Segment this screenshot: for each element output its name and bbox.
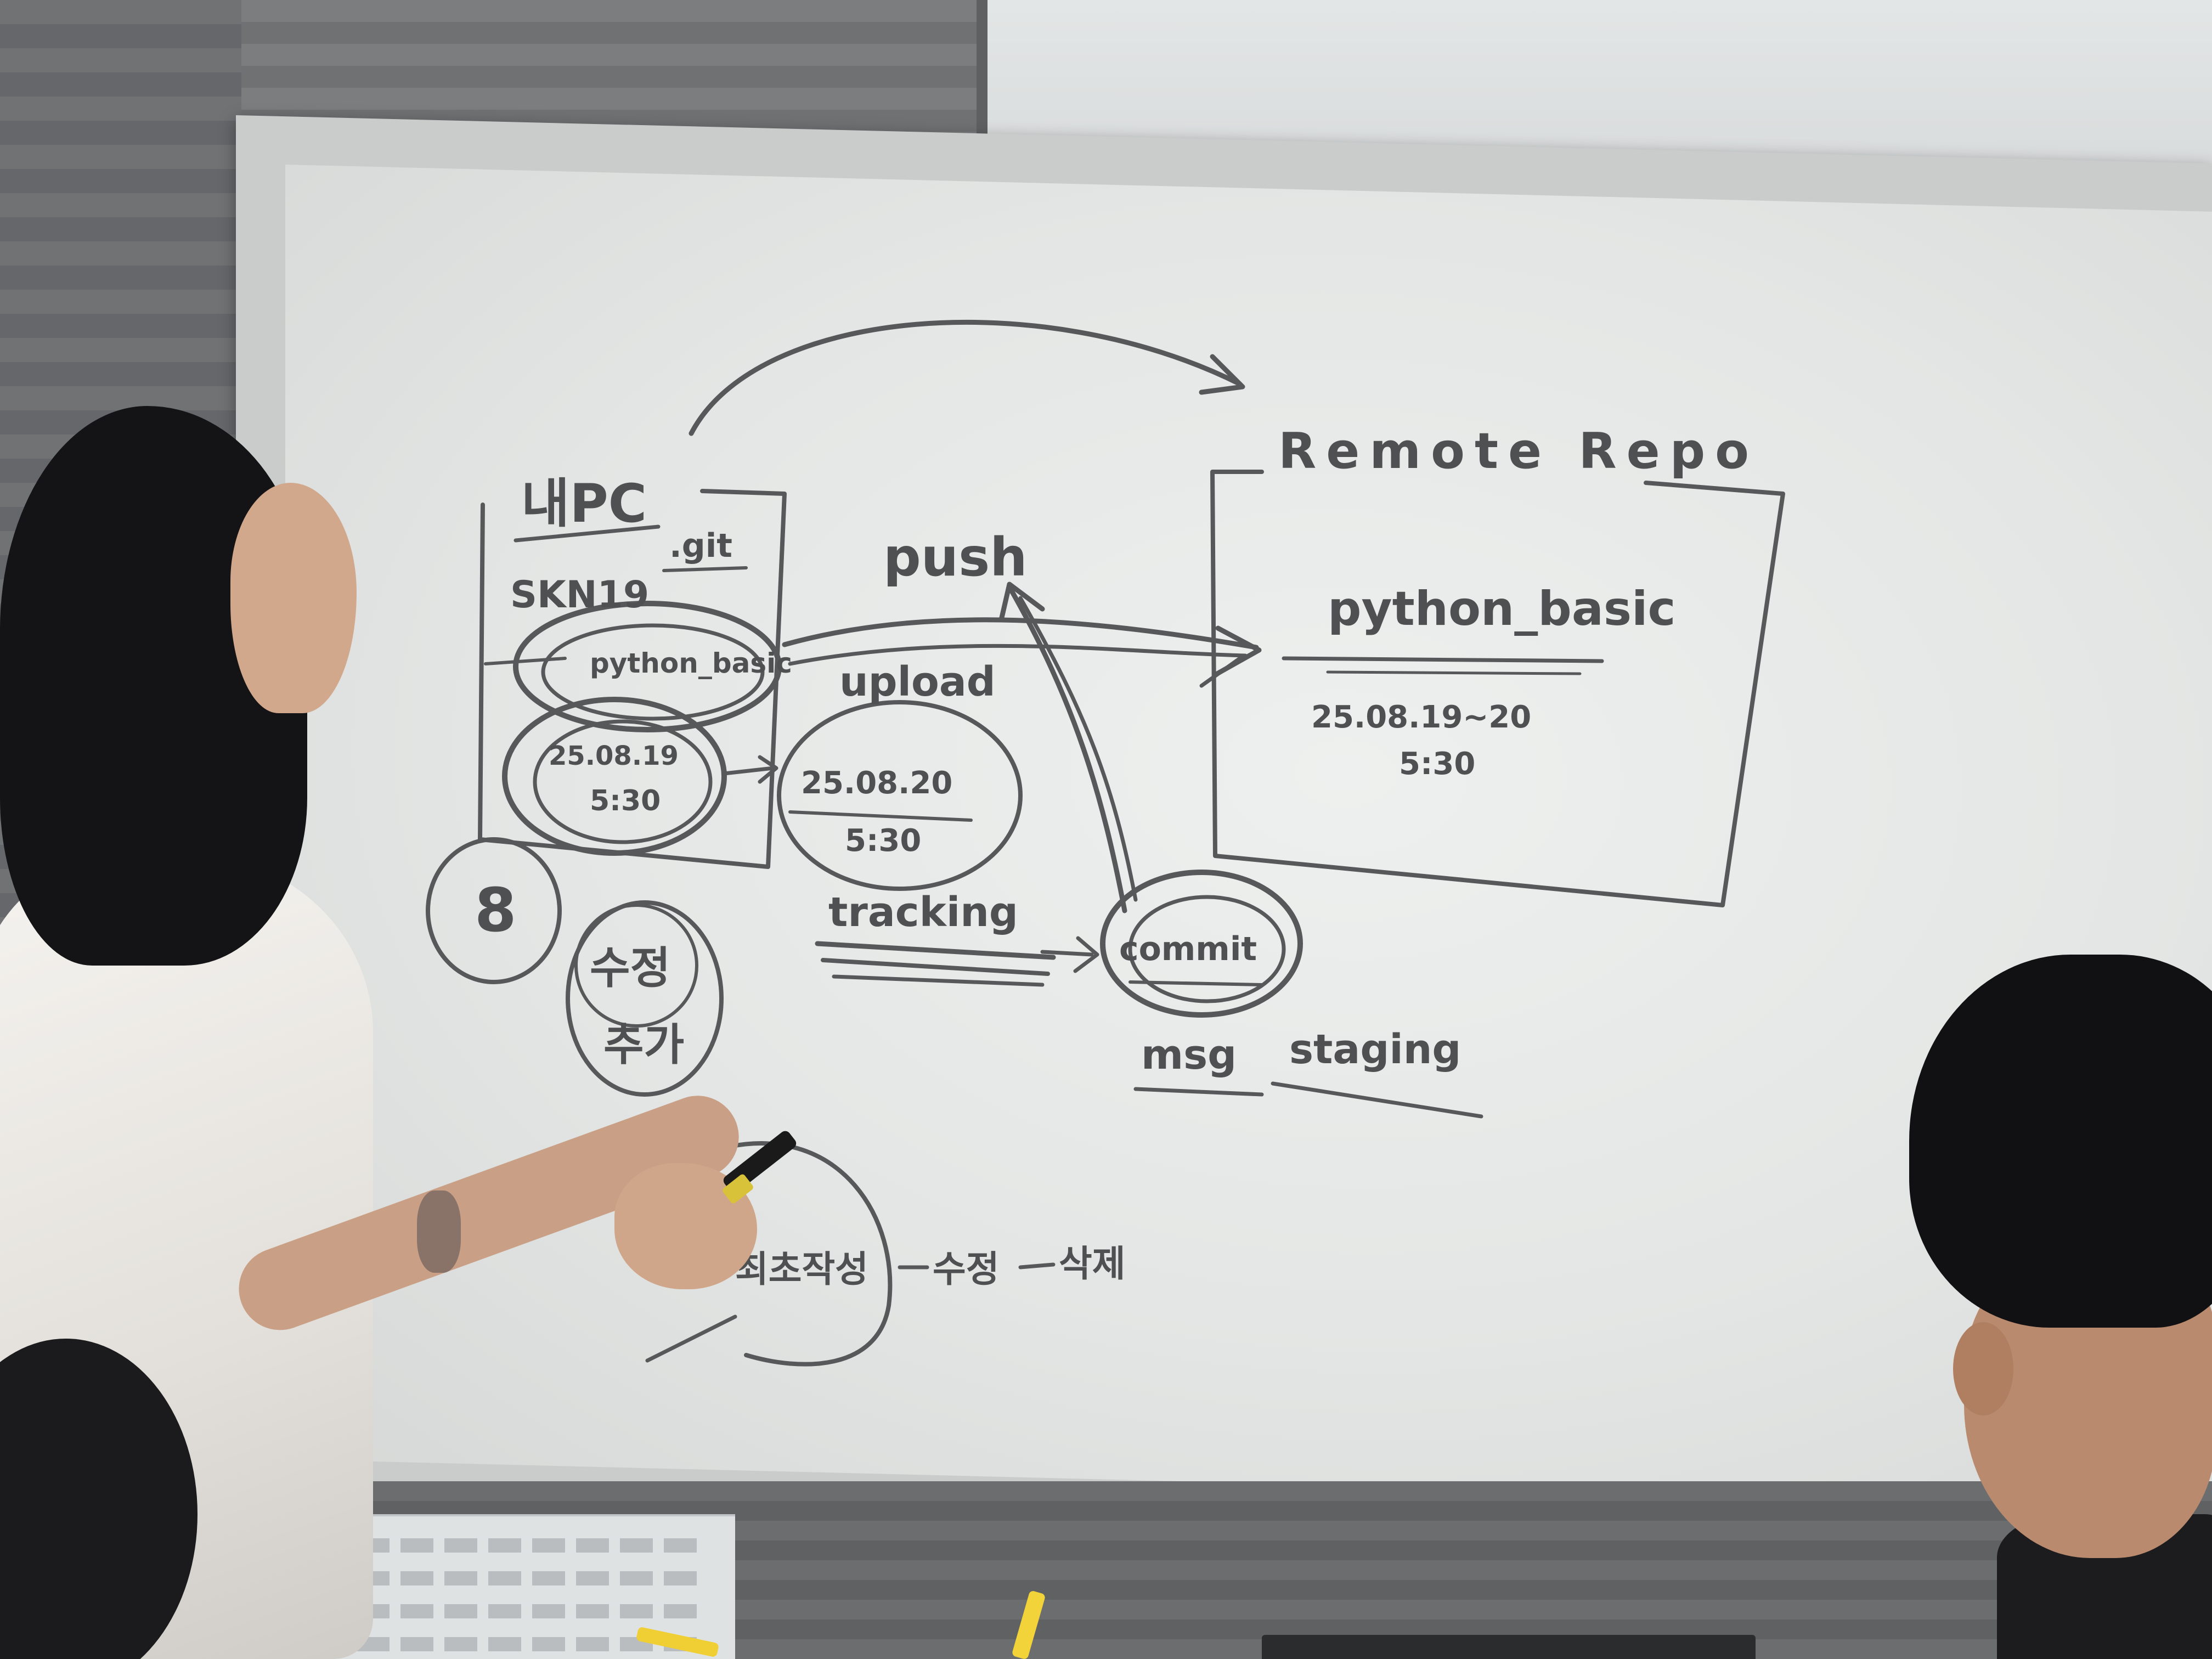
- msg-underline: [1133, 1087, 1264, 1097]
- flow-circle: [727, 1141, 893, 1367]
- skn19-label: SKN19: [510, 573, 650, 617]
- flow-arrow-2: [1018, 1262, 1056, 1269]
- flow-step1-label: 최초작성: [735, 1248, 868, 1290]
- local-pc-divider: [484, 657, 567, 665]
- observer-hair: [1909, 955, 2212, 1328]
- remote-date-label: 25.08.19~20: [1311, 699, 1532, 735]
- commit-label: commit: [1119, 930, 1257, 968]
- number-8-label: 8: [475, 875, 517, 945]
- rear-whiteboard: [988, 0, 2212, 165]
- msg-label: msg: [1141, 1031, 1237, 1079]
- presenter-face: [230, 483, 357, 713]
- local-date-oval: [502, 697, 727, 856]
- tracking-underline: [815, 941, 1056, 960]
- commit-oval: [1100, 870, 1303, 1018]
- circle-bottom-label: 추가: [603, 1019, 685, 1070]
- local-to-upload-arrowhead: [758, 755, 778, 784]
- upload-date-label: 25.08.20: [801, 765, 953, 801]
- remote-python-underline: [1282, 656, 1604, 663]
- remote-repo-label: Remote Repo: [1278, 422, 1759, 480]
- push-label: push: [883, 527, 1028, 588]
- edit-circle-inner: [574, 904, 698, 1028]
- staging-label: staging: [1289, 1026, 1462, 1073]
- upload-label: upload: [839, 658, 996, 706]
- python-basic-remote-label: python_basic: [1328, 582, 1676, 636]
- flow-step2-label: 수정: [933, 1248, 1000, 1290]
- tracking-label: tracking: [828, 889, 1018, 936]
- python-basic-local-oval: [513, 601, 782, 732]
- remote-time-label: 5:30: [1399, 746, 1476, 782]
- tracking-underline-3: [832, 974, 1045, 987]
- local-pc-label: 내PC: [521, 473, 647, 534]
- remote-repo-box: [1210, 470, 1785, 907]
- observer-ear: [1953, 1322, 2013, 1415]
- git-underline: [662, 566, 748, 572]
- tracking-to-commit-arrowhead: [1073, 936, 1099, 973]
- push-arrow-middle: [788, 644, 1248, 666]
- upload-time-label: 5:30: [845, 823, 922, 859]
- push-arrow-upper: [782, 617, 1259, 650]
- local-date-oval-inner: [533, 719, 713, 844]
- laptop-edge: [1262, 1635, 1756, 1659]
- commit-oval-inner: [1128, 895, 1286, 1003]
- paper-row: [313, 1637, 697, 1651]
- python-basic-local-label: python_basic: [590, 647, 792, 679]
- paper-row: [313, 1604, 697, 1618]
- commit-to-push-arrowhead: [998, 582, 1045, 623]
- staging-underline: [1271, 1081, 1483, 1119]
- upload-date-divider: [788, 810, 973, 822]
- commit-to-push-arrow-2: [1018, 596, 1138, 902]
- circle-top-label: 수정: [590, 943, 671, 994]
- remote-python-underline-2: [1326, 670, 1582, 675]
- git-label: .git: [669, 527, 732, 565]
- python-basic-local-oval-inner: [541, 623, 765, 721]
- paper-row: [313, 1538, 697, 1553]
- wrist-tattoo: [417, 1190, 461, 1273]
- commit-underline: [1128, 980, 1263, 986]
- push-arrowhead: [1212, 625, 1262, 678]
- top-arc-arrow: [689, 319, 1243, 436]
- flow-step3-label: 삭제: [1059, 1243, 1126, 1285]
- number-8-circle: [426, 837, 562, 984]
- local-date-label: 25.08.19: [549, 741, 679, 771]
- upload-date-oval: [777, 700, 1023, 891]
- local-pc-title-underline: [514, 524, 661, 543]
- local-time-label: 5:30: [590, 785, 661, 817]
- flow-lower-arrow: [645, 1314, 737, 1363]
- top-arc-arrowhead: [1199, 354, 1245, 395]
- local-pc-box: [478, 489, 787, 869]
- local-to-upload-arrow: [722, 766, 776, 776]
- tracking-to-commit-arrow: [1040, 950, 1094, 957]
- tracking-underline-2: [821, 958, 1050, 976]
- commit-to-push-arrow: [1007, 584, 1127, 913]
- paper-row: [313, 1571, 697, 1585]
- push-arrowhead-2: [1199, 656, 1242, 688]
- edit-add-circle: [566, 900, 724, 1097]
